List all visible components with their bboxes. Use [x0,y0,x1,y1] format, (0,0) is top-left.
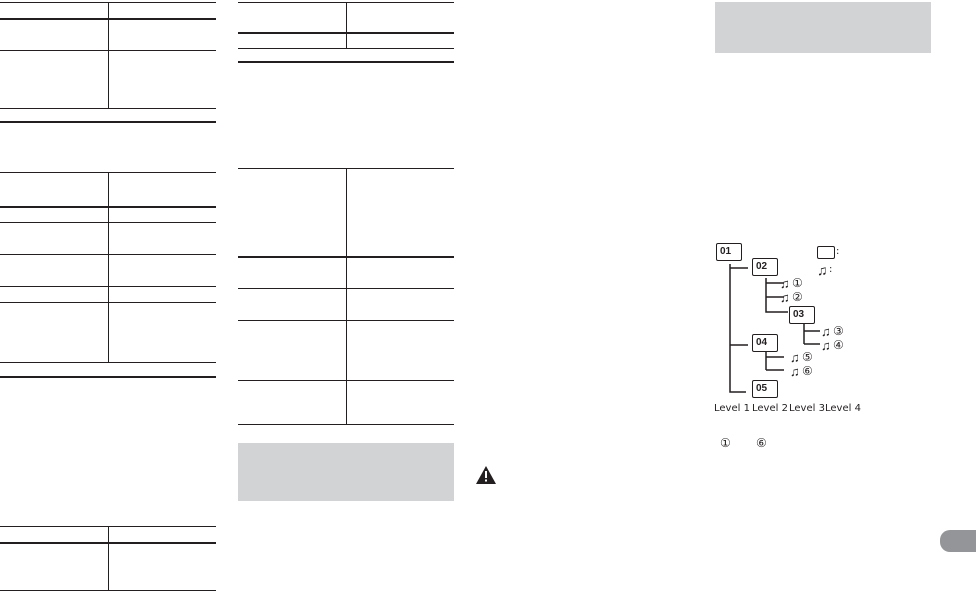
music-note-icon: ♫ [790,350,800,365]
legend-suffix: : [829,264,833,275]
track-number: ③ [833,324,844,338]
language-tab [940,530,976,552]
music-note-icon: ♫ [780,276,790,291]
music-note-icon: ♫ [790,364,800,379]
folder-label: 04 [756,337,768,348]
track-number: ④ [833,338,844,352]
folder-icon: 04 [752,334,778,352]
track-number: ⑤ [802,350,813,364]
track-number: ⑥ [802,364,813,378]
table-col1-top [0,2,216,109]
legend-suffix: : [836,246,840,257]
folder-legend-icon [817,246,835,259]
level-label: Level 2 [752,403,788,414]
footnote-first: ① [720,436,731,450]
folder-icon: 05 [752,380,778,398]
table-col1-middle [0,172,216,363]
level-label: Level 3 [789,403,825,414]
folder-label: 01 [720,246,732,257]
music-note-icon: ♫ [821,338,831,353]
track-number: ② [792,290,803,304]
folder-icon: 01 [716,243,742,261]
music-note-legend-icon: ♫ [817,262,828,278]
folder-label: 02 [756,261,768,272]
footnote-last: ⑥ [756,436,767,450]
table-col1-bottom [0,526,216,591]
music-note-icon: ♫ [780,290,790,305]
folder-label: 05 [756,383,768,394]
music-note-icon: ♫ [821,324,831,339]
level-label: Level 4 [825,403,861,414]
warning-icon [476,466,496,484]
gray-heading-box [715,2,931,53]
gray-heading-box [238,443,454,501]
section-rule [238,61,454,63]
folder-label: 03 [793,309,805,320]
level-label: Level 1 [714,403,750,414]
folder-tree-diagram [729,264,820,393]
track-number: ① [792,276,803,290]
section-rule [0,376,216,378]
folder-icon: 02 [752,258,778,276]
table-col2-middle [238,168,454,425]
section-rule [0,121,216,123]
table-col2-top [238,2,454,49]
folder-icon: 03 [789,306,815,324]
